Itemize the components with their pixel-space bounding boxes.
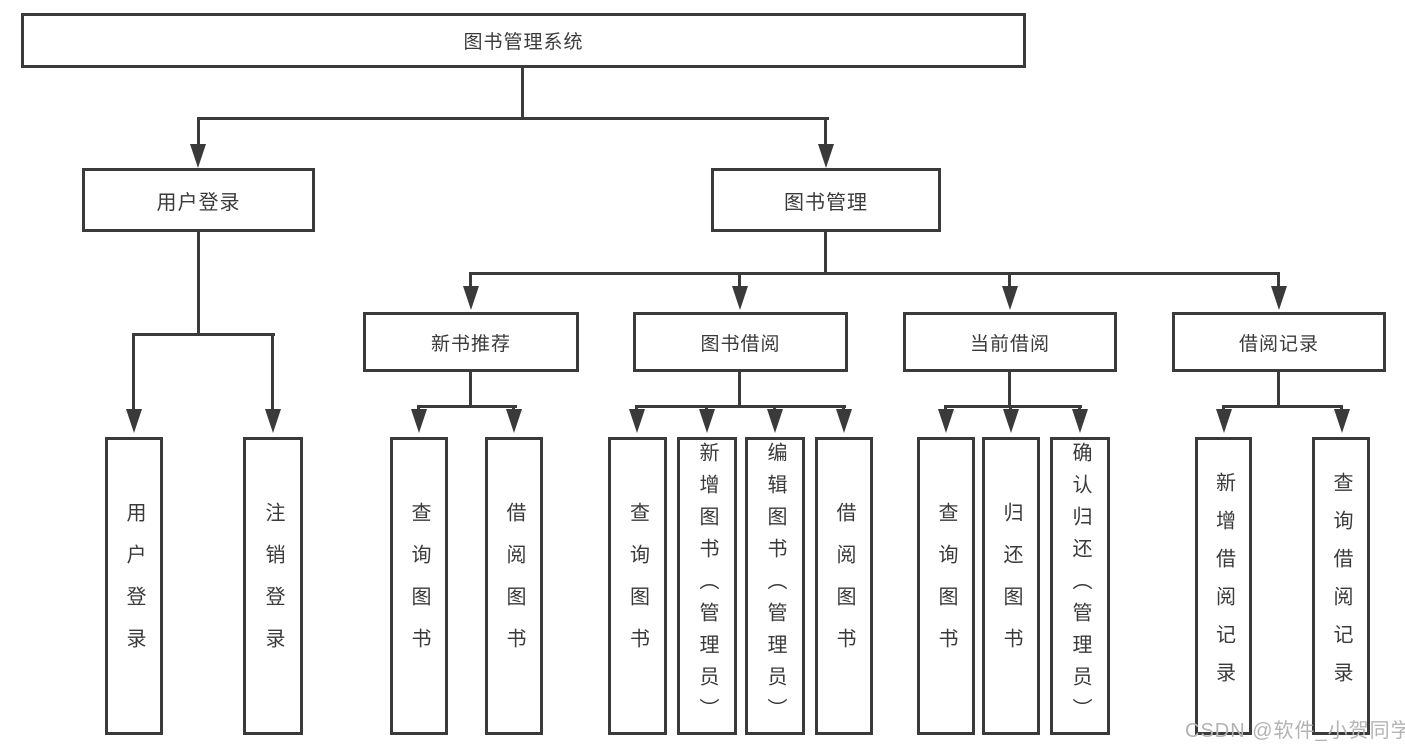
leaf-label: 新增借阅记录 [1212,472,1235,700]
leaf-label: 借阅图书 [833,502,855,670]
arrowhead-icon [1216,409,1232,433]
node-label: 新书推荐 [430,333,511,355]
leaf-confirm-return-admin: 确认归还（管理员） [1050,437,1110,735]
node-book-management: 图书管理 [711,168,941,232]
arrowhead-icon [126,409,142,433]
node-label: 用户登录 [156,191,241,214]
leaf-borrow-books: 借阅图书 [485,437,543,735]
node-label: 图书管理 [784,191,868,214]
arrowhead-icon [1002,286,1018,310]
arrowhead-icon [190,144,206,168]
connector-line [197,117,829,120]
node-label: 图书管理系统 [463,32,584,53]
arrowhead-icon [699,409,715,433]
arrowhead-icon [836,409,852,433]
leaf-user-login: 用户登录 [105,437,163,735]
connector-line [469,372,472,408]
csdn-watermark: CSDN @软件_小贺同学 [1185,720,1405,742]
leaf-return-books: 归还图书 [982,437,1040,735]
connector-line [1277,372,1280,408]
connector-line [469,272,472,292]
leaf-query-books: 查询图书 [390,437,448,735]
connector-line [944,405,1082,408]
arrowhead-icon [1003,409,1019,433]
leaf-add-book-admin: 新增图书（管理员） [677,437,737,735]
arrowhead-icon [463,286,479,310]
connector-line [521,68,524,117]
leaf-label: 查询图书 [935,502,957,670]
leaf-label: 新增图书（管理员） [696,442,718,730]
connector-line [824,117,827,148]
connector-line [1277,272,1280,292]
arrowhead-icon [732,286,748,310]
leaf-label: 查询图书 [408,502,430,670]
arrowhead-icon [506,409,522,433]
leaf-borrow-books: 借阅图书 [815,437,873,735]
arrowhead-icon [938,409,954,433]
leaf-label: 用户登录 [123,502,145,670]
node-library-management-system: 图书管理系统 [21,13,1026,68]
connector-line [197,232,200,333]
arrowhead-icon [1271,286,1287,310]
connector-line [824,232,827,272]
arrowhead-icon [629,409,645,433]
arrowhead-icon [1072,409,1088,433]
node-label: 当前借阅 [969,333,1050,355]
connector-line [1008,272,1011,292]
leaf-label: 注销登录 [262,502,284,670]
connector-line [417,405,517,408]
connector-line [1008,372,1011,408]
node-user-login: 用户登录 [82,168,315,232]
node-borrow-records: 借阅记录 [1172,312,1386,372]
leaf-label: 确认归还（管理员） [1069,442,1091,730]
node-label: 借阅记录 [1238,333,1319,355]
leaf-label: 借阅图书 [503,502,525,670]
arrowhead-icon [265,409,281,433]
leaf-label: 编辑图书（管理员） [764,442,786,730]
node-current-borrow: 当前借阅 [903,312,1117,372]
node-new-book-recommend: 新书推荐 [363,312,579,372]
connector-line [271,333,274,413]
connector-line [738,372,741,408]
connector-line [1222,405,1343,408]
leaf-label: 归还图书 [1000,502,1022,670]
arrowhead-icon [767,409,783,433]
leaf-query-books: 查询图书 [608,437,667,735]
connector-line [636,405,846,408]
connector-line [469,272,1280,275]
leaf-logout: 注销登录 [243,437,303,735]
connector-line [738,272,741,292]
connector-line [132,333,135,413]
arrowhead-icon [411,409,427,433]
leaf-query-books: 查询图书 [917,437,975,735]
leaf-edit-book-admin: 编辑图书（管理员） [745,437,805,735]
node-label: 图书借阅 [700,333,781,355]
leaf-add-borrow-record: 新增借阅记录 [1195,437,1252,735]
connector-line [132,333,275,336]
leaf-label: 查询借阅记录 [1330,472,1352,700]
arrowhead-icon [1334,409,1350,433]
arrowhead-icon [818,144,834,168]
node-book-borrow: 图书借阅 [633,312,848,372]
leaf-label: 查询图书 [626,502,649,670]
leaf-query-borrow-record: 查询借阅记录 [1312,437,1370,735]
connector-line [197,117,200,148]
